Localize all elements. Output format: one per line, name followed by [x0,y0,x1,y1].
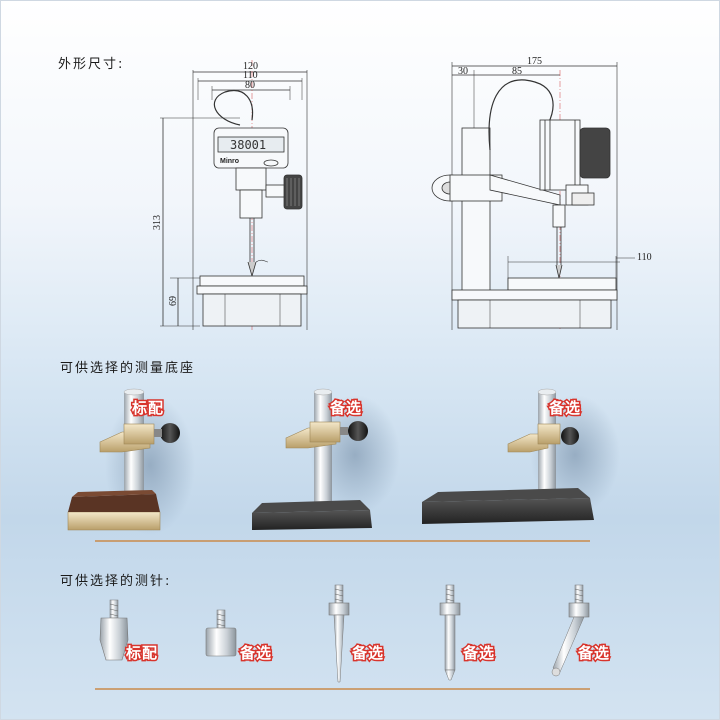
probe-needle [328,584,350,683]
base-tag-large: 备选 [548,399,581,417]
display-reading: 38001 [230,138,266,152]
dim-110-label: 110 [243,70,258,81]
dim-69-label: 69 [168,296,179,306]
probe-long [439,584,461,681]
probe-angled-ball [551,584,590,677]
probe-tag-needle: 备选 [351,644,384,662]
probe-conical [99,599,129,661]
dim-120-label: 120 [243,61,258,72]
dim-30-label: 30 [458,66,468,77]
dim-110-reach-label: 110 [637,252,652,263]
probe-tag-long: 备选 [462,644,495,662]
base-tag-standard: 标配 [131,399,164,417]
probes-heading: 可供选择的测针: [60,574,172,589]
dimensions-heading: 外形尺寸: [58,57,125,72]
base-large [422,388,620,524]
brand-mark: Minro [220,158,239,165]
dim-85-label: 85 [512,66,522,77]
front-view-drawing [160,60,308,330]
dim-175-label: 175 [527,56,542,67]
base-standard [67,388,195,535]
dim-313-label: 313 [152,215,163,230]
side-view-drawing [431,62,635,330]
probe-tag-flat: 备选 [239,644,272,662]
dim-80-label: 80 [245,80,255,91]
base-medium [252,388,400,530]
probe-tag-conical: 标配 [125,644,158,662]
probe-flat [205,609,237,657]
base-tag-medium: 备选 [329,399,362,417]
bases-heading: 可供选择的测量底座 [60,361,196,376]
probe-tag-angled-ball: 备选 [577,644,610,662]
